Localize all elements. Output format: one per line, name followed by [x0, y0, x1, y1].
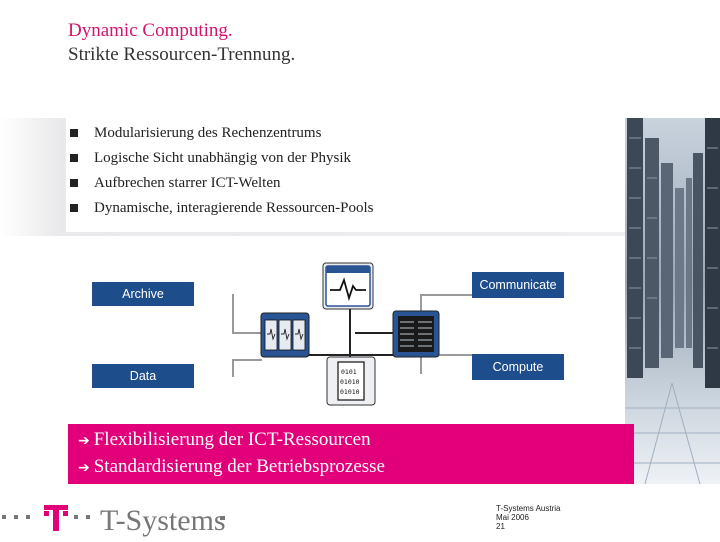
communicate-connector: [420, 294, 422, 314]
bullet-text: Aufbrechen starrer ICT-Welten: [94, 175, 281, 191]
bullet-text: Dynamische, interagierende Ressourcen-Po…: [94, 200, 374, 216]
data-label: Data: [92, 364, 194, 388]
server-room-photo: [625, 118, 720, 484]
communicate-connector: [420, 294, 472, 296]
data-icon-line: 01010: [340, 388, 360, 396]
backbone-vertical: [349, 285, 351, 357]
communicate-label: Communicate: [472, 272, 564, 298]
compute-label: Compute: [472, 354, 564, 380]
bullet-square-icon: [70, 129, 78, 137]
brand-name: T-Systems: [100, 504, 226, 537]
t-systems-logo: T-Systems: [0, 497, 240, 537]
bullet-square-icon: [70, 179, 78, 187]
arrow-right-icon: ➔: [78, 433, 90, 449]
data-icon-line: 0101: [341, 368, 357, 376]
data-document-icon: 0101 01010 01010: [326, 356, 376, 406]
slide-subtitle: Strikte Ressourcen-Trennung.: [68, 44, 296, 65]
network-waveform-icon: [322, 262, 374, 310]
footer-page-number: 21: [496, 522, 505, 531]
backbone-branch: [355, 332, 395, 334]
arrow-right-icon: ➔: [78, 460, 90, 476]
bullet-panel: [66, 118, 625, 232]
backbone-horizontal: [300, 354, 418, 356]
highlight-text: Standardisierung der Betriebsprozesse: [93, 456, 385, 477]
footer-info: T-Systems Austria Mai 2006 21: [496, 504, 560, 531]
bullet-square-icon: [70, 154, 78, 162]
data-icon-line: 01010: [340, 378, 360, 386]
data-connector: [232, 359, 262, 361]
highlight-text: Flexibilisierung der ICT-Ressourcen: [93, 429, 371, 450]
archive-label: Archive: [92, 282, 194, 306]
highlight-line: ➔Flexibilisierung der ICT-Ressourcen: [78, 429, 371, 451]
slide-title: Dynamic Computing.: [68, 20, 233, 41]
storage-array-icon: [260, 312, 310, 358]
compute-connector: [438, 354, 472, 356]
data-connector: [232, 359, 234, 377]
footer-company: T-Systems Austria: [496, 504, 561, 513]
footer-date: Mai 2006: [496, 513, 529, 522]
archive-connector: [232, 294, 234, 334]
bullet-text: Modularisierung des Rechenzentrums: [94, 125, 322, 141]
highlight-line: ➔Standardisierung der Betriebsprozesse: [78, 456, 385, 478]
bullet-square-icon: [70, 204, 78, 212]
bullet-text: Logische Sicht unabhängig von der Physik: [94, 150, 352, 166]
archive-connector: [232, 332, 262, 334]
server-rack-icon: [392, 310, 440, 358]
highlight-band: [68, 424, 634, 484]
compute-connector: [420, 354, 422, 374]
